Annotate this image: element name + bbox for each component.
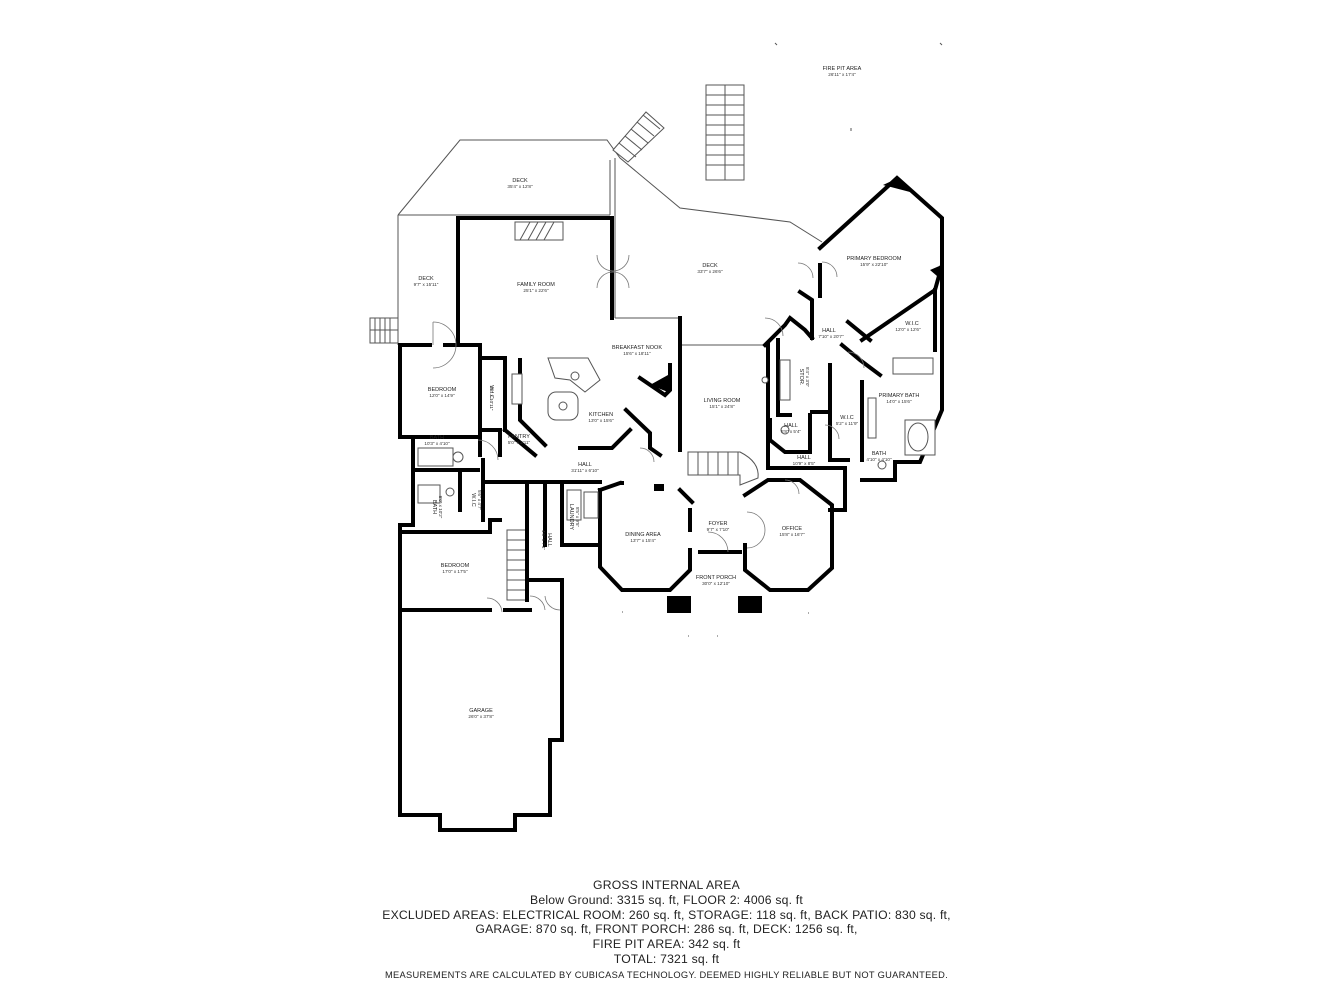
room-dims: 12'0" x 14'9" [429, 393, 455, 398]
room-dims: 15'1" x 24'8" [709, 404, 735, 409]
room-dims: 30'0" x 12'10" [702, 581, 730, 586]
room-name: LAUNDRY [568, 504, 574, 531]
disclaimer: MEASUREMENTS ARE CALCULATED BY CUBICASA … [384, 969, 949, 980]
room-name: STOR. [798, 369, 804, 386]
room-name: FOYER [709, 521, 728, 527]
area-line: Below Ground: 3315 sq. ft, FLOOR 2: 4006… [530, 892, 803, 907]
room-dims: 4'10" x 4'10" [866, 457, 892, 462]
room-dims: 26'11" x 17'4" [828, 72, 856, 77]
room-name: BREAKFAST NOOK [612, 345, 662, 351]
room-dims: 7'10" x 20'7" [818, 334, 844, 339]
room-dims: 4'6" x 7'4" [541, 530, 546, 550]
room-name: W.I.C [840, 415, 853, 421]
room-labels: FIRE PIT AREA 26'11" x 17'4" DECK 35'4" … [414, 66, 921, 719]
area-line: GARAGE: 870 sq. ft, FRONT PORCH: 286 sq.… [475, 922, 858, 937]
room-dims: 25'1" x 22'6" [523, 288, 549, 293]
thin-outlines [397, 42, 943, 637]
room-dims: 5'0" x 2'11" [508, 440, 531, 445]
room-dims: 5'8" x 5'4" [781, 429, 801, 434]
room-dims: 8'5" x 9'5" [575, 507, 580, 527]
room-name: BEDROOM [441, 563, 470, 569]
room-name: BATH [430, 435, 444, 441]
room-name: HALL [797, 455, 811, 461]
room-name: BATH [431, 500, 437, 514]
room-name: FRONT PORCH [696, 575, 736, 581]
room-dims: 15'6" x 18'11" [623, 351, 651, 356]
room-name: FIRE PIT AREA [823, 66, 862, 72]
room-name: BATH [872, 451, 886, 457]
room-dims: 14'0" x 15'6" [886, 399, 912, 404]
area-heading: GROSS INTERNAL AREA [593, 878, 740, 892]
room-name: DECK [512, 178, 528, 184]
stairs [369, 84, 759, 601]
room-dims: 15'8" x 16'7" [779, 532, 805, 537]
room-name: OFFICE [782, 526, 802, 532]
room-name: HALL [578, 462, 592, 468]
floor-plan: FIRE PIT AREA 26'11" x 17'4" DECK 35'4" … [369, 42, 944, 832]
room-dims: 8'4" x 3'0" [805, 367, 810, 387]
room-name: PANTRY [508, 434, 530, 440]
room-name: W.I.C [905, 321, 918, 327]
room-name: LIVING ROOM [704, 398, 741, 404]
room-name: FAMILY ROOM [517, 282, 555, 288]
room-dims: 9'7" x 15'11" [414, 282, 439, 287]
room-name: W.I.C [470, 493, 476, 506]
room-dims: 9'7" x 7'10" [707, 527, 730, 532]
room-name: GARAGE [469, 708, 493, 714]
room-name: DECK [702, 263, 718, 269]
walls [398, 175, 944, 832]
room-dims: 15'9" x 22'10" [860, 262, 888, 267]
room-dims: 26'0" x 37'8" [468, 714, 494, 719]
room-name: PRIMARY BATH [879, 393, 920, 399]
room-name: BEDROOM [428, 387, 457, 393]
room-name: KITCHEN [589, 412, 613, 418]
room-name: PRIMARY BEDROOM [847, 256, 902, 262]
room-dims: 5'2" x 11'9" [836, 421, 859, 426]
room-name: HALL [822, 328, 836, 334]
area-line: EXCLUDED AREAS: ELECTRICAL ROOM: 260 sq.… [382, 907, 951, 922]
room-name: HALL [546, 533, 552, 547]
area-summary: GROSS INTERNAL AREA Below Ground: 3315 s… [0, 878, 1333, 982]
room-dims: 33'7" x 26'6" [697, 269, 723, 274]
room-dims: 10'3" x 4'10" [424, 441, 450, 446]
columns [650, 178, 944, 613]
room-dims: 10'9" x 8'5" [793, 461, 816, 466]
area-line: FIRE PIT AREA: 342 sq. ft [592, 937, 741, 952]
area-total: TOTAL: 7321 sq. ft [613, 951, 720, 966]
doors [432, 254, 865, 613]
room-dims: 13'7" x 15'4" [630, 538, 656, 543]
fixtures [417, 357, 936, 521]
room-name: W.I.C [488, 385, 494, 398]
room-name: HALL [784, 423, 798, 429]
room-dims: 35'4" x 12'8" [507, 184, 533, 189]
room-name: DINING AREA [625, 532, 661, 538]
room-dims: 5'6" x 4'7" [477, 490, 482, 510]
room-dims: 17'0" x 17'5" [442, 569, 468, 574]
room-dims: 8'0" x 10'2" [438, 496, 443, 519]
room-dims: 13'0" x 15'6" [588, 418, 614, 423]
room-dims: 4'8" x 10'11" [489, 386, 494, 411]
room-dims: 31'11" x 6'10" [571, 468, 599, 473]
room-name: DECK [418, 276, 434, 282]
room-dims: 12'0" x 12'6" [895, 327, 921, 332]
